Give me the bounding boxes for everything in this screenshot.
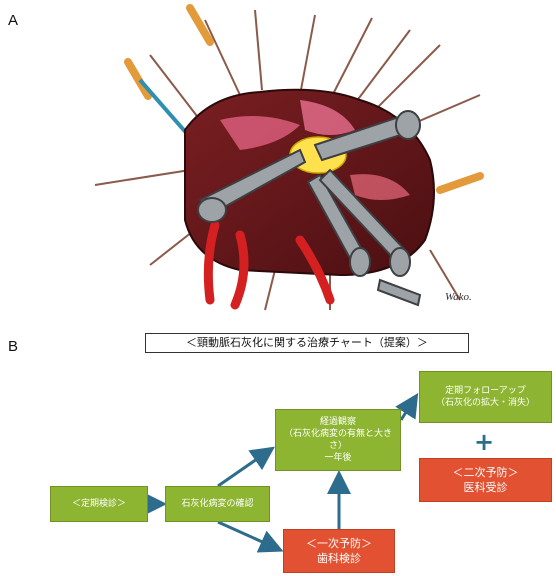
arrow-monitor-to-followup bbox=[401, 398, 415, 420]
primary-prevention-sub: 歯科検診 bbox=[317, 551, 361, 566]
calcification-finding-label: 石灰化病変の確認 bbox=[181, 498, 253, 510]
monitoring-line-3: 一年後 bbox=[324, 452, 351, 464]
panel-label-b: B bbox=[8, 338, 18, 355]
arrow-oral-to-monitor bbox=[218, 450, 270, 486]
arrow-oral-to-primary bbox=[218, 522, 278, 549]
monitoring-box: 経過観察 （石灰化病変の有無と大きさ） 一年後 bbox=[275, 409, 401, 471]
secondary-prevention-label: ＜二次予防＞ bbox=[453, 465, 519, 480]
primary-prevention-box: ＜一次予防＞ 歯科検診 bbox=[283, 529, 395, 573]
chart-title: ＜頸動脈石灰化に関する治療チャート（提案）＞ bbox=[145, 333, 469, 353]
plus-icon: + bbox=[474, 432, 494, 452]
panel-label-a: A bbox=[8, 12, 18, 29]
monitoring-line-1: 経過観察 bbox=[320, 416, 356, 428]
secondary-prevention-sub: 医科受診 bbox=[464, 480, 508, 495]
regular-checkup-box: ＜定期検診＞ bbox=[50, 486, 148, 522]
primary-prevention-label: ＜一次予防＞ bbox=[306, 536, 372, 551]
artist-signature: Wako. bbox=[445, 291, 472, 303]
followup-line-1: 定期フォローアップ bbox=[445, 385, 526, 397]
calcification-finding-box: 石灰化病変の確認 bbox=[165, 486, 270, 522]
monitoring-line-2: （石灰化病変の有無と大きさ） bbox=[280, 428, 396, 452]
regular-checkup-label: ＜定期検診＞ bbox=[72, 498, 126, 510]
surgical-illustration: Wako. bbox=[0, 0, 556, 320]
secondary-prevention-box: ＜二次予防＞ 医科受診 bbox=[419, 458, 552, 502]
followup-box: 定期フォローアップ （石灰化の拡大・消失） bbox=[419, 371, 552, 423]
followup-line-2: （石灰化の拡大・消失） bbox=[436, 397, 535, 409]
